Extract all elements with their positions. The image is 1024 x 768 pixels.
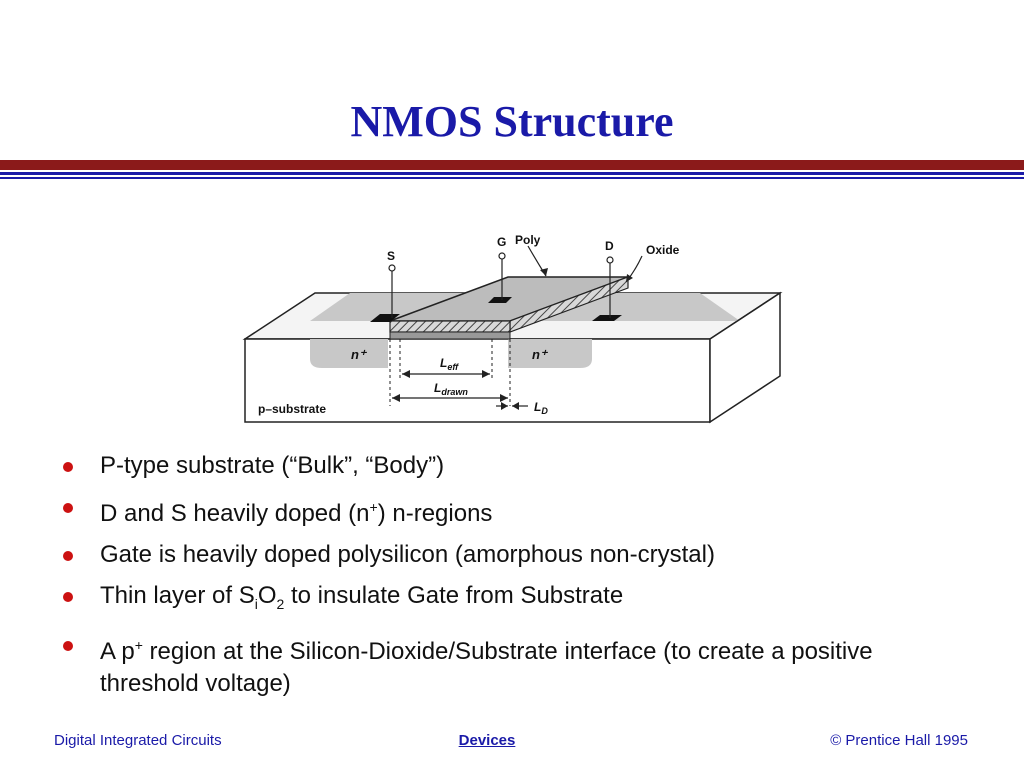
bullet-item: P-type substrate (“Bulk”, “Body”)	[63, 450, 963, 482]
nmos-diagram: S G Poly D Oxide n⁺ n⁺ p–substrate Leff …	[242, 233, 783, 424]
title-rule-red	[0, 160, 1024, 170]
label-l-drawn: L	[434, 381, 441, 395]
label-l-eff-sub: eff	[447, 362, 459, 372]
footer-copyright: © Prentice Hall 1995	[830, 732, 968, 749]
bullet-text-pre: Thin layer of S	[100, 582, 255, 609]
poly-gate-front	[389, 320, 511, 333]
bullet-text-post: to insulate Gate from Substrate	[284, 582, 624, 609]
drain-contact	[592, 315, 622, 321]
bullet-dot-icon	[63, 592, 73, 602]
bullet-text-post: ) n-regions	[377, 500, 493, 527]
substrate-side	[709, 291, 781, 424]
bullet-item: Thin layer of SiO2 to insulate Gate from…	[63, 580, 963, 620]
label-drain: D	[605, 239, 614, 253]
bullet-subscript: 2	[276, 595, 285, 612]
bullet-item: A p+ region at the Silicon-Dioxide/Subst…	[63, 629, 963, 700]
label-n-plus-source: n⁺	[351, 347, 368, 362]
bullet-list: P-type substrate (“Bulk”, “Body”) D and …	[63, 450, 963, 709]
label-n-plus-drain: n⁺	[532, 347, 549, 362]
label-l-eff: L	[440, 356, 447, 370]
label-l-d-sub: D	[541, 406, 548, 416]
svg-text:Ldrawn: Ldrawn	[434, 381, 468, 397]
label-poly: Poly	[515, 233, 541, 247]
bullet-dot-icon	[63, 462, 73, 472]
slide-title: NMOS Structure	[350, 97, 674, 146]
label-l-d: L	[534, 400, 541, 414]
bullet-text-pre: A p	[100, 637, 135, 665]
bullet-subscript: i	[254, 595, 258, 612]
svg-text:Leff: Leff	[440, 356, 459, 372]
footer-section-link[interactable]: Devices	[458, 732, 516, 749]
bullet-superscript: +	[369, 499, 378, 515]
label-oxide: Oxide	[646, 243, 680, 257]
bullet-dot-icon	[63, 551, 73, 561]
svg-text:LD: LD	[534, 400, 548, 416]
n-plus-source-region	[310, 339, 388, 368]
bullet-item: D and S heavily doped (n+) n-regions	[63, 491, 963, 530]
bullet-text: P-type substrate (“Bulk”, “Body”)	[100, 452, 445, 479]
bullet-text-mid: O	[257, 582, 277, 609]
title-rule-blue-thin	[0, 177, 1024, 179]
bullet-text-post: region at the Silicon-Dioxide/Substrate …	[100, 637, 873, 697]
n-plus-drain-region	[508, 339, 592, 368]
label-source: S	[387, 249, 395, 263]
title-rule-blue	[0, 172, 1024, 175]
gate-contact	[488, 297, 512, 303]
bullet-text: Gate is heavily doped polysilicon (amorp…	[100, 541, 715, 568]
gate-oxide	[389, 331, 511, 340]
footer-course-title: Digital Integrated Circuits	[54, 732, 222, 749]
bullet-dot-icon	[63, 640, 73, 651]
label-substrate: p–substrate	[258, 402, 326, 416]
label-l-drawn-sub: drawn	[441, 387, 468, 397]
bullet-dot-icon	[63, 503, 73, 513]
bullet-text-pre: D and S heavily doped (n	[100, 500, 370, 527]
bullet-item: Gate is heavily doped polysilicon (amorp…	[63, 539, 963, 571]
bullet-superscript: +	[134, 636, 143, 653]
label-gate: G	[497, 235, 506, 249]
